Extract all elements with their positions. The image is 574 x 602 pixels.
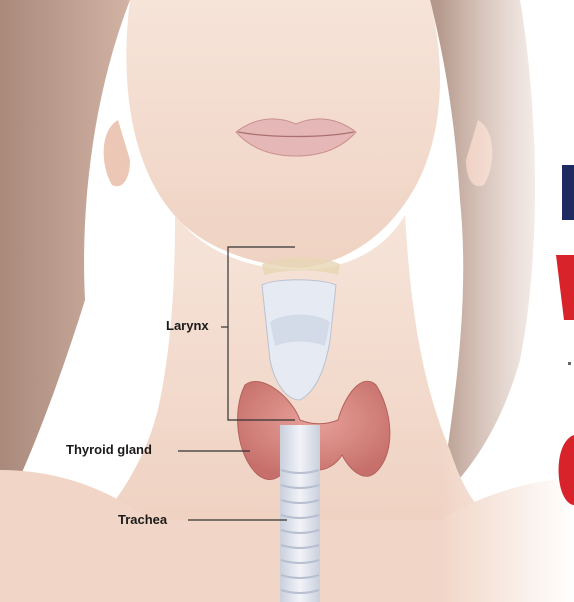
trachea-label: Trachea xyxy=(118,512,167,527)
navy-fragment xyxy=(562,165,574,220)
larynx-cartilage xyxy=(270,315,330,347)
right-fade xyxy=(440,0,574,602)
thyroid-gland-label: Thyroid gland xyxy=(66,442,152,457)
grey-dot xyxy=(568,362,571,365)
larynx-label: Larynx xyxy=(166,318,209,333)
